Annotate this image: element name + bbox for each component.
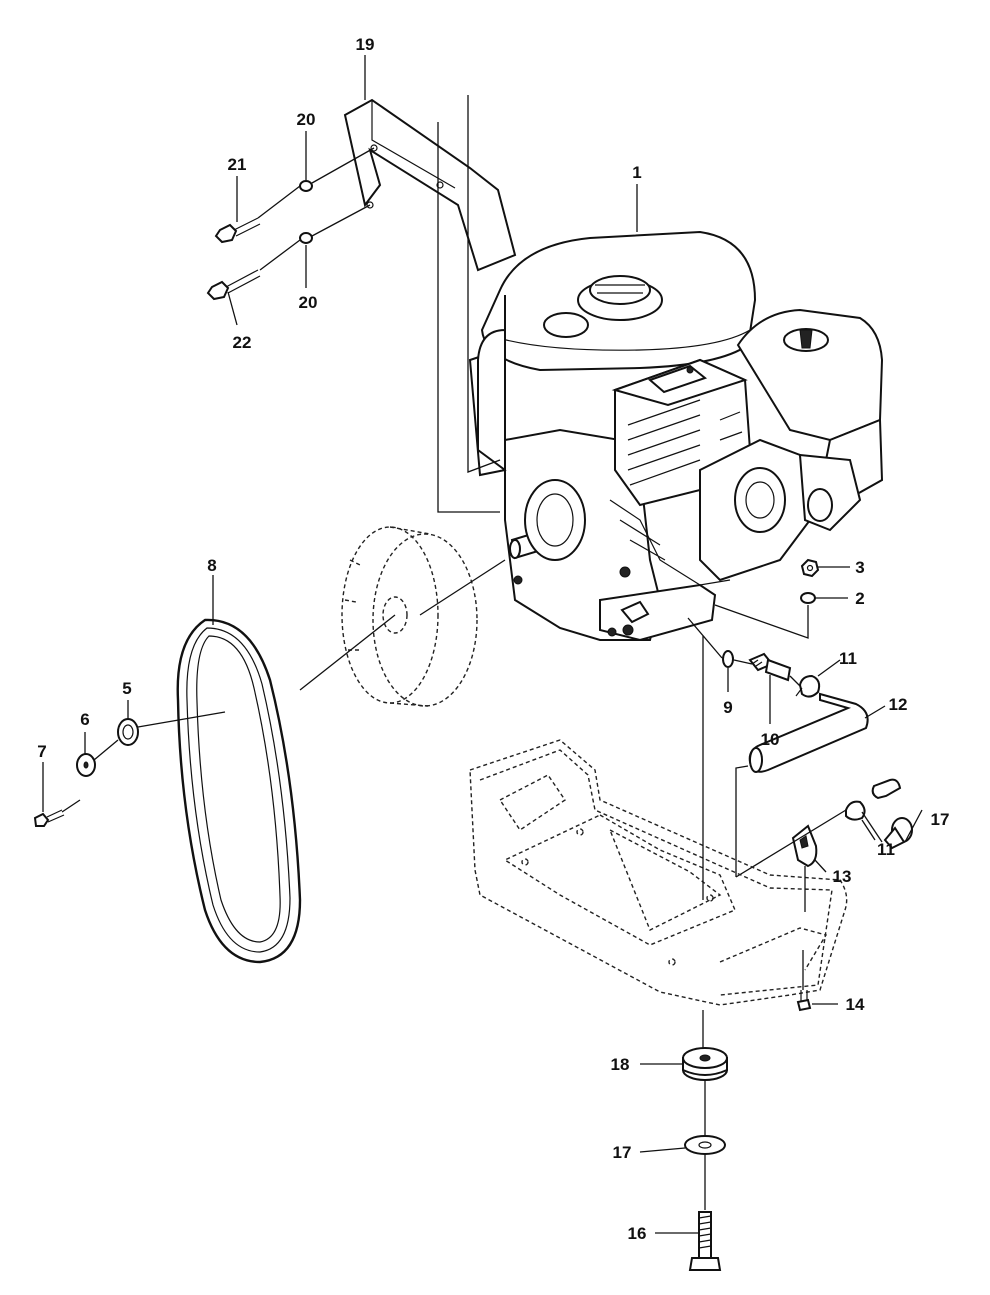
pulley (341, 526, 478, 707)
callout-22: 22 (233, 333, 252, 352)
washer-20-upper (299, 180, 313, 192)
engine-bracket (343, 98, 517, 272)
callout-2: 2 (855, 589, 864, 608)
washer-20-lower (299, 232, 313, 244)
callout-15: 17 (931, 810, 950, 829)
callout-5: 5 (122, 679, 131, 698)
fuel-hose-12 (748, 692, 869, 773)
base-plate (469, 739, 848, 1006)
drain-fitting-10 (748, 652, 792, 682)
engine (468, 230, 884, 642)
callout-1: 1 (632, 163, 641, 182)
callout-10: 10 (761, 730, 780, 749)
hose-clamp-11-upper (795, 674, 821, 698)
hose-clamp-11-lower (845, 800, 866, 821)
callout-11: 11 (839, 649, 857, 668)
callout-16: 16 (628, 1224, 647, 1243)
clip-13 (791, 824, 818, 868)
callout-6: 6 (80, 710, 89, 729)
bolt-16 (688, 1211, 722, 1271)
callout-13: 13 (833, 867, 852, 886)
spacer-5 (117, 718, 139, 746)
callout-20: 20 (299, 293, 318, 312)
v-belt (176, 618, 302, 964)
callout-17: 17 (613, 1143, 632, 1162)
callout-14: 14 (846, 995, 865, 1014)
washer-6 (76, 753, 96, 777)
leader-lines (42, 55, 923, 1234)
callout-19: 19 (356, 35, 375, 54)
callout-21: 21 (228, 155, 247, 174)
bracket-screw-21 (214, 217, 261, 244)
callout-18: 18 (611, 1055, 630, 1074)
callout-12: 12 (889, 695, 908, 714)
rubber-mount-18 (682, 1047, 728, 1081)
screw-14 (796, 990, 812, 1012)
callout-11: 11 (877, 840, 895, 859)
callout-3: 3 (855, 558, 864, 577)
washer-17 (684, 1135, 726, 1155)
callout-20: 20 (297, 110, 316, 129)
cap-15 (871, 778, 913, 850)
washer-9 (722, 650, 734, 668)
nut-3 (800, 558, 820, 578)
bracket-screw-22 (206, 269, 261, 301)
callout-9: 9 (723, 698, 732, 717)
bolt-7 (33, 809, 65, 827)
washer-2 (800, 592, 816, 604)
callout-7: 7 (37, 742, 46, 761)
callout-8: 8 (207, 556, 216, 575)
